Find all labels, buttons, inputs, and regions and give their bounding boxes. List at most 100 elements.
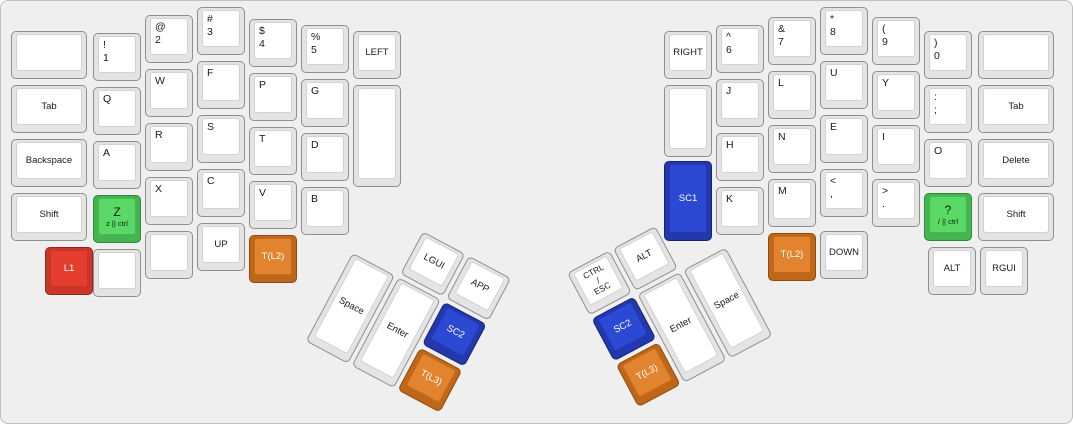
- key-paren-9-label-1: 9: [882, 36, 888, 49]
- key-l1[interactable]: L1: [45, 247, 93, 295]
- key-k-label-0: K: [726, 193, 734, 205]
- key-caret-6[interactable]: ^6: [716, 25, 764, 73]
- key-colon-semi[interactable]: :;: [924, 85, 972, 133]
- key-t-legend: T: [254, 130, 292, 167]
- key-a[interactable]: A: [93, 141, 141, 189]
- key-at-2-label-0: @: [155, 21, 166, 33]
- key-tl2-left-label-0: T(L2): [261, 250, 285, 262]
- key-alt-thumb-label-0: ALT: [634, 247, 655, 265]
- key-rgui[interactable]: RGUI: [980, 247, 1028, 295]
- key-tab-left-legend: Tab: [16, 88, 82, 125]
- key-tab-right-legend: Tab: [983, 88, 1049, 125]
- key-s-label-0: S: [207, 121, 215, 133]
- key-delete-label-0: Delete: [1002, 154, 1030, 166]
- key-blank-left-b2[interactable]: [145, 231, 193, 279]
- key-u[interactable]: U: [820, 61, 868, 109]
- key-r[interactable]: R: [145, 123, 193, 171]
- key-paren-9[interactable]: (9: [872, 17, 920, 65]
- key-h-legend: H: [721, 136, 759, 173]
- key-exclam-1-label-1: 1: [103, 52, 109, 65]
- key-star-8[interactable]: *8: [820, 7, 868, 55]
- key-e[interactable]: E: [820, 115, 868, 163]
- key-blank-left-outer-r1[interactable]: [11, 31, 87, 79]
- key-i[interactable]: I: [872, 125, 920, 173]
- key-blank-left-b1[interactable]: [93, 249, 141, 297]
- key-shift-right[interactable]: Shift: [978, 193, 1054, 241]
- key-backspace[interactable]: Backspace: [11, 139, 87, 187]
- key-paren-0[interactable]: )0: [924, 31, 972, 79]
- key-tab-left-label-0: Tab: [41, 100, 57, 112]
- key-o[interactable]: O: [924, 139, 972, 187]
- key-alt-right[interactable]: ALT: [928, 247, 976, 295]
- key-y[interactable]: Y: [872, 71, 920, 119]
- key-paren-9-legend: (9: [877, 20, 915, 57]
- key-question-slash[interactable]: ?/ || ctrl: [924, 193, 972, 241]
- key-tl2-right-legend: T(L2): [773, 236, 811, 273]
- key-ctrl-esc-label-2: ESC: [592, 280, 613, 298]
- key-down[interactable]: DOWN: [820, 231, 868, 279]
- key-h-label-0: H: [726, 139, 734, 151]
- key-w[interactable]: W: [145, 69, 193, 117]
- key-p[interactable]: P: [249, 73, 297, 121]
- key-c-legend: C: [202, 172, 240, 209]
- key-at-2[interactable]: @2: [145, 15, 193, 63]
- key-gt-period[interactable]: >.: [872, 179, 920, 227]
- key-b[interactable]: B: [301, 187, 349, 235]
- key-amp-7[interactable]: &7: [768, 17, 816, 65]
- key-tl2-left[interactable]: T(L2): [249, 235, 297, 283]
- key-k[interactable]: K: [716, 187, 764, 235]
- key-c[interactable]: C: [197, 169, 245, 217]
- key-at-2-label-1: 2: [155, 34, 161, 47]
- key-at-2-legend: @2: [150, 18, 188, 55]
- key-f[interactable]: F: [197, 61, 245, 109]
- key-hash-3[interactable]: #3: [197, 7, 245, 55]
- key-w-legend: W: [150, 72, 188, 109]
- key-g-legend: G: [306, 82, 344, 119]
- key-blank-left-outer-r1-legend: [16, 34, 82, 71]
- key-paren-0-label-0: ): [934, 37, 938, 49]
- key-j-legend: J: [721, 82, 759, 119]
- key-exclam-1[interactable]: !1: [93, 33, 141, 81]
- key-blank-left-tall[interactable]: [353, 85, 401, 187]
- key-a-legend: A: [98, 144, 136, 181]
- key-tab-left[interactable]: Tab: [11, 85, 87, 133]
- key-q[interactable]: Q: [93, 87, 141, 135]
- key-g[interactable]: G: [301, 79, 349, 127]
- key-blank-right-tall[interactable]: [664, 85, 712, 157]
- key-m[interactable]: M: [768, 179, 816, 227]
- key-l[interactable]: L: [768, 71, 816, 119]
- key-exclam-1-legend: !1: [98, 36, 136, 73]
- key-tab-right[interactable]: Tab: [978, 85, 1054, 133]
- key-h[interactable]: H: [716, 133, 764, 181]
- key-delete[interactable]: Delete: [978, 139, 1054, 187]
- key-colon-semi-legend: :;: [929, 88, 967, 125]
- key-up[interactable]: UP: [197, 223, 245, 271]
- key-t-label-0: T: [259, 133, 266, 145]
- key-v[interactable]: V: [249, 181, 297, 229]
- key-s[interactable]: S: [197, 115, 245, 163]
- key-x[interactable]: X: [145, 177, 193, 225]
- key-app-legend: APP: [454, 260, 506, 312]
- key-right-legend: RIGHT: [669, 34, 707, 71]
- key-tl2-right[interactable]: T(L2): [768, 233, 816, 281]
- key-q-legend: Q: [98, 90, 136, 127]
- key-t[interactable]: T: [249, 127, 297, 175]
- key-percent-5[interactable]: %5: [301, 25, 349, 73]
- key-z-ctrl-label-0: Z: [113, 204, 121, 219]
- key-delete-legend: Delete: [983, 142, 1049, 179]
- key-right[interactable]: RIGHT: [664, 31, 712, 79]
- key-shift-left[interactable]: Shift: [11, 193, 87, 241]
- key-sc1[interactable]: SC1: [664, 161, 712, 241]
- key-lt-comma[interactable]: <,: [820, 169, 868, 217]
- key-rgui-legend: RGUI: [985, 250, 1023, 287]
- key-n[interactable]: N: [768, 125, 816, 173]
- key-d[interactable]: D: [301, 133, 349, 181]
- key-dollar-4[interactable]: $4: [249, 19, 297, 67]
- key-j[interactable]: J: [716, 79, 764, 127]
- key-blank-right-outer-r1[interactable]: [978, 31, 1054, 79]
- key-blank-left-tall-legend: [358, 88, 396, 179]
- key-left[interactable]: LEFT: [353, 31, 401, 79]
- key-sc2-right-label-0: SC2: [611, 317, 634, 336]
